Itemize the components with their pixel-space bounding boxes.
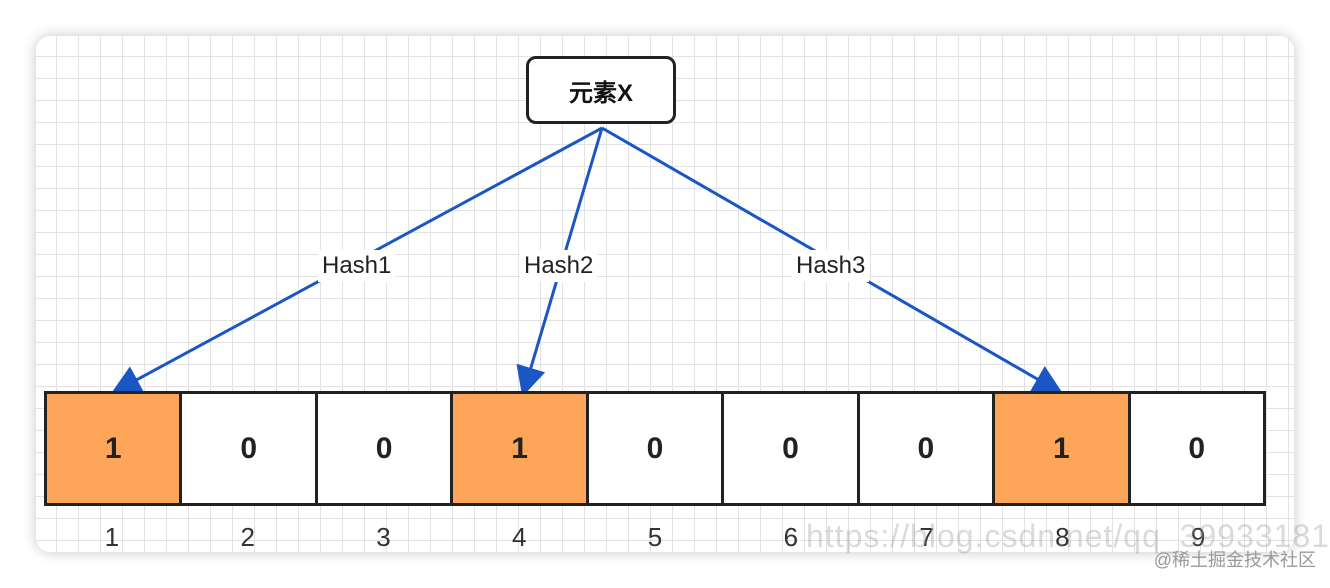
bit-cell-8: 1 [995,394,1131,503]
element-x-node: 元素X [526,56,676,124]
credit-text: @稀土掘金技术社区 [1153,550,1316,570]
index-label-6: 6 [783,522,799,552]
watermark-url: https://blog.csdn.net/qq_39933181 [806,518,1330,554]
bit-cell-5: 0 [588,394,725,503]
index-label-2: 2 [240,522,255,552]
bit-cell-9: 0 [1130,394,1263,503]
hash3-label: Hash3 [792,250,870,282]
index-label-9: 9 [1190,522,1206,552]
bit-cell-4: 1 [453,394,589,503]
hash1-label: Hash1 [318,250,396,282]
index-label-7: 7 [919,522,934,552]
index-label-3: 3 [376,522,391,552]
index-label-5: 5 [647,522,663,552]
index-label-1: 1 [104,522,120,552]
index-row: 1 2 3 4 5 6 7 8 9 [44,522,1266,553]
bit-cell-3: 0 [317,394,454,503]
index-label-4: 4 [512,522,527,552]
index-label-8: 8 [1055,522,1070,552]
hash2-label: Hash2 [520,250,598,282]
bit-cell-1: 1 [47,394,183,503]
bit-array: 1 0 0 1 0 0 0 1 0 [44,391,1266,506]
bit-cell-6: 0 [724,394,860,503]
bit-cell-7: 0 [859,394,996,503]
bit-cell-2: 0 [182,394,318,503]
